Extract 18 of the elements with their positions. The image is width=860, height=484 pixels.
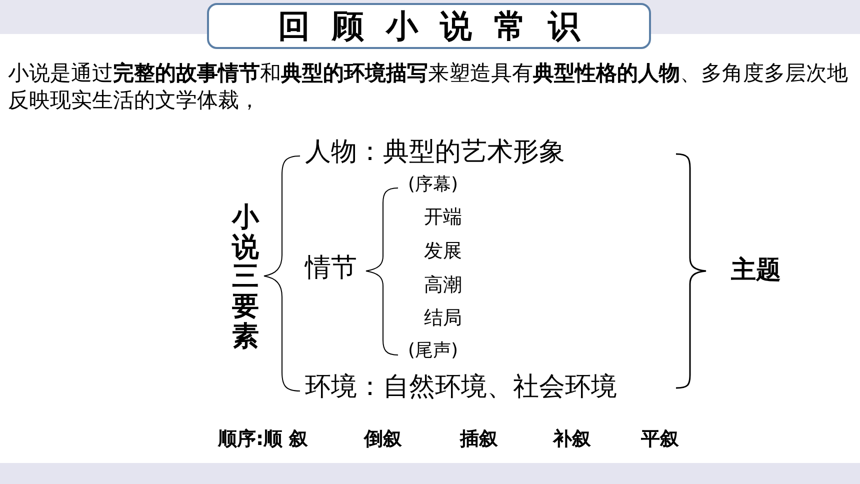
- plot-stage: (尾声): [408, 340, 458, 362]
- plot-stage: 发展: [424, 240, 462, 263]
- element-label: 情节: [305, 253, 357, 284]
- plot-stage: 高潮: [424, 274, 462, 297]
- narrative-order: 补叙: [553, 428, 591, 451]
- plot-stage: 开端: [424, 206, 462, 229]
- plot-stage: (序幕): [408, 174, 458, 196]
- title-banner: 回顾小说常识: [207, 3, 651, 49]
- narrative-order: 倒叙: [364, 428, 402, 451]
- element-label: 人物：典型的艺术形象: [305, 137, 565, 168]
- theme-label: 主题: [731, 255, 781, 285]
- plot-stage: 结局: [424, 307, 462, 330]
- narrative-order: 顺序:顺 叙: [218, 428, 308, 451]
- intro-paragraph: 小说是通过完整的故事情节和典型的环境描写来塑造具有典型性格的人物、多角度多层次地反映现实生活的文学体裁，: [8, 60, 849, 114]
- vertical-heading: 小说三要素: [232, 203, 259, 352]
- narrative-order: 平叙: [641, 428, 679, 451]
- element-label: 环境：自然环境、社会环境: [305, 372, 617, 404]
- narrative-order: 插叙: [460, 428, 498, 451]
